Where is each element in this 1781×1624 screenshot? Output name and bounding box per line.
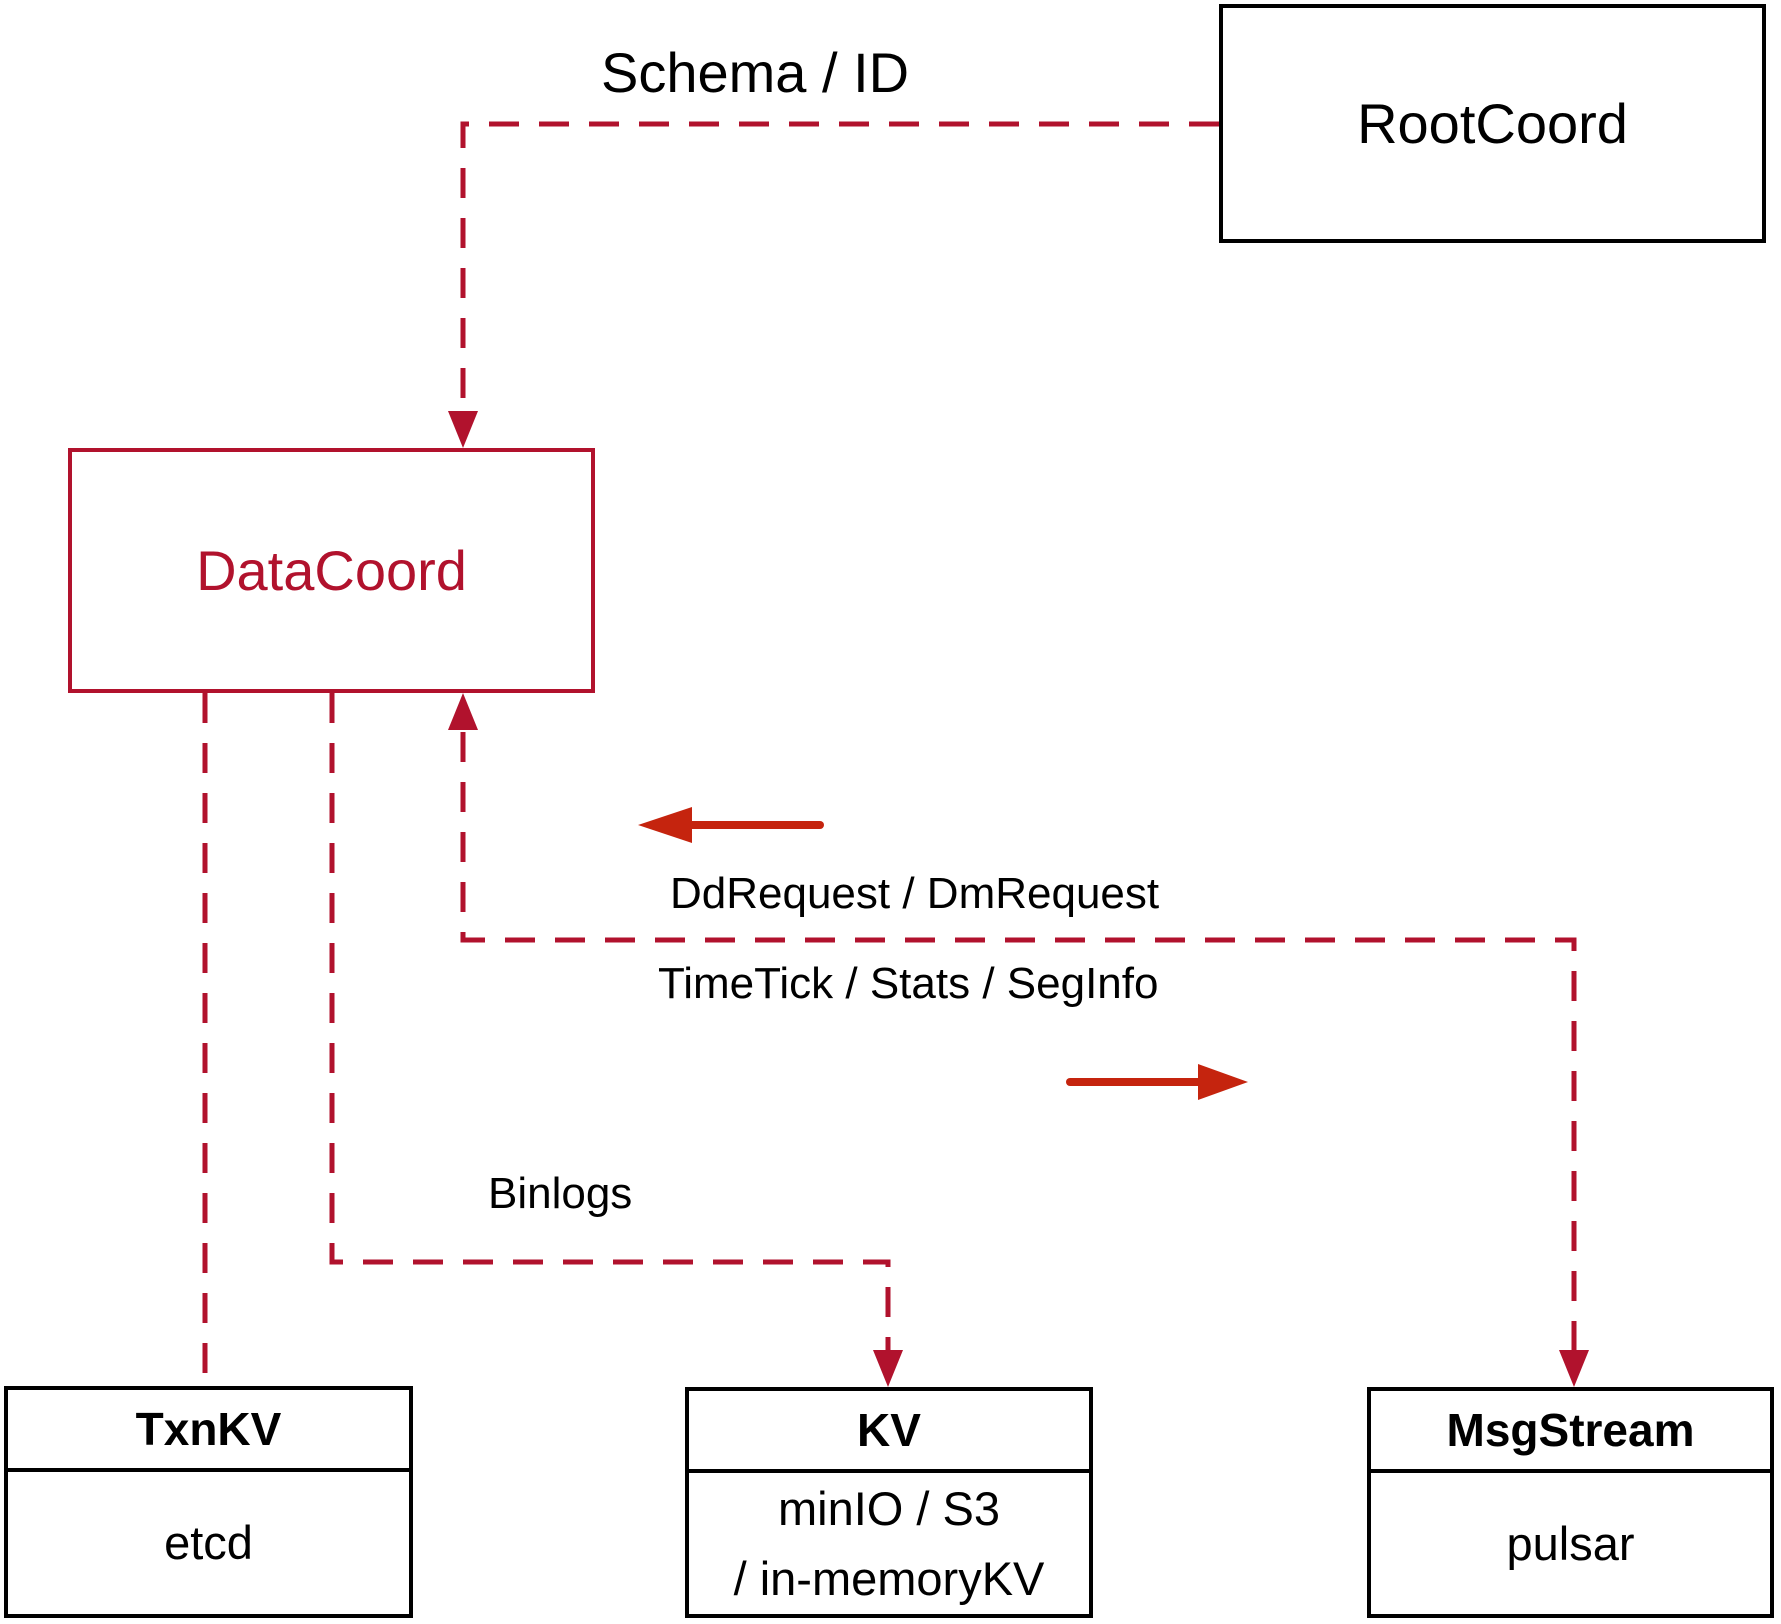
binlogs-arrowhead-down-icon (873, 1350, 903, 1387)
edge-label-binlogs: Binlogs (488, 1169, 633, 1218)
right-direction-arrow-icon (1066, 1064, 1248, 1100)
kv-body-line: minIO / S3 (777, 1481, 1000, 1535)
schema-id-connector (460, 121, 1219, 410)
edge-label-ddrequest-dmrequest: DdRequest / DmRequest (670, 869, 1160, 918)
txnkv-title: TxnKV (8, 1390, 409, 1472)
request-arrowhead-up-icon (448, 693, 478, 730)
kv-title: KV (689, 1391, 1089, 1473)
kv-node: KV minIO / S3 / in-memoryKV (685, 1387, 1093, 1618)
binlogs-connector (329, 693, 891, 1350)
edge-label-schema-id: Schema / ID (601, 41, 910, 104)
kv-body-line: / in-memoryKV (733, 1551, 1045, 1605)
txnkv-node: TxnKV etcd (4, 1386, 413, 1618)
msgstream-arrowhead-down-icon (1559, 1350, 1589, 1387)
left-direction-arrow-icon (638, 807, 824, 843)
datacoord-label: DataCoord (196, 539, 467, 602)
msgstream-title: MsgStream (1371, 1391, 1770, 1473)
msgstream-body-line: pulsar (1506, 1516, 1635, 1570)
schema-id-arrowhead-down-icon (448, 411, 478, 448)
msgstream-node: MsgStream pulsar (1367, 1387, 1774, 1618)
request-msgstream-connector (460, 732, 1577, 1350)
txnkv-body-line: etcd (164, 1516, 253, 1569)
datacoord-node: DataCoord (68, 448, 595, 693)
edge-label-timetick-stats-seginfo: TimeTick / Stats / SegInfo (658, 959, 1159, 1008)
rootcoord-node: RootCoord (1219, 4, 1766, 243)
rootcoord-label: RootCoord (1357, 92, 1628, 155)
